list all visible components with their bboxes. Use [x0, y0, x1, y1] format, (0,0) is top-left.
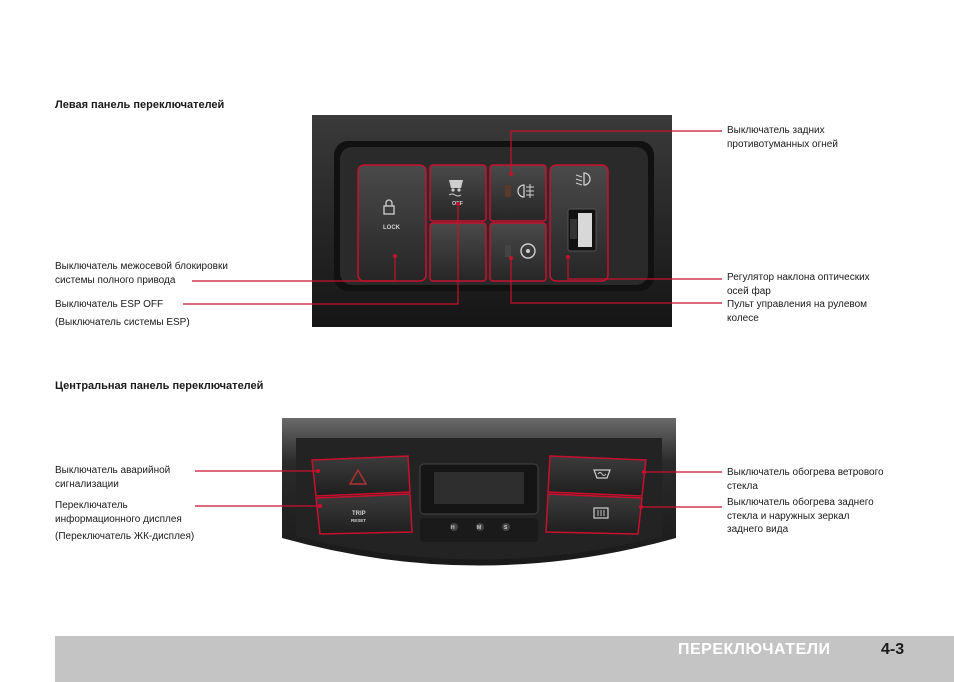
minute-button-text: M	[477, 525, 481, 531]
trip-button-text: TRIP	[352, 511, 366, 517]
esp-note-label: (Выключатель системы ESP)	[55, 317, 190, 328]
esp-off-icon	[448, 180, 463, 197]
section-title: ПЕРЕКЛЮЧАТЕЛИ	[678, 641, 831, 658]
hour-button-text: H	[451, 525, 455, 531]
steering-remote-label: Пульт управления на рулевом колесе	[727, 299, 868, 324]
4wd-lock-icon	[383, 199, 395, 215]
hazard-triangle-icon	[348, 468, 368, 485]
reset-button-text: RESET	[351, 518, 366, 523]
headlamp-leveling-label: Регулятор наклона оптических осей фар	[727, 272, 870, 297]
lock-button-text: LOCK	[383, 225, 401, 231]
rear-fog-label: Выключатель задних противотуманных огней	[727, 125, 838, 150]
windshield-defrost-icon	[593, 469, 611, 479]
center-lock-label: Выключатель межосевой блокировки системы…	[55, 261, 228, 286]
page-number: 4-3	[881, 641, 905, 658]
headlamp-leveling-icon	[575, 172, 591, 186]
steering-wheel-icon	[505, 243, 536, 259]
left-switch-panel-image: LOCK OFF	[312, 115, 672, 327]
esp-off-label: Выключатель ESP OFF	[55, 299, 164, 310]
info-display-label: Переключатель информационного дисплея	[55, 500, 182, 525]
hazard-label: Выключатель аварийной сигнализации	[55, 465, 171, 490]
rear-window-defrost-icon	[593, 507, 609, 519]
center-panel-title: Центральная панель переключателей	[55, 380, 264, 392]
rear-fog-light-icon	[505, 184, 534, 198]
rear-defrost-label: Выключатель обогрева заднего стекла и на…	[727, 497, 874, 535]
left-panel-title: Левая панель переключателей	[55, 99, 225, 111]
center-switch-panel-image: TRIP RESET H M S	[282, 418, 676, 578]
front-defrost-label: Выключатель обогрева ветрового стекла	[727, 467, 884, 492]
info-note-label: (Переключатель ЖК-дисплея)	[55, 531, 195, 542]
second-button-text: S	[504, 525, 508, 531]
footer-bar	[55, 636, 954, 682]
